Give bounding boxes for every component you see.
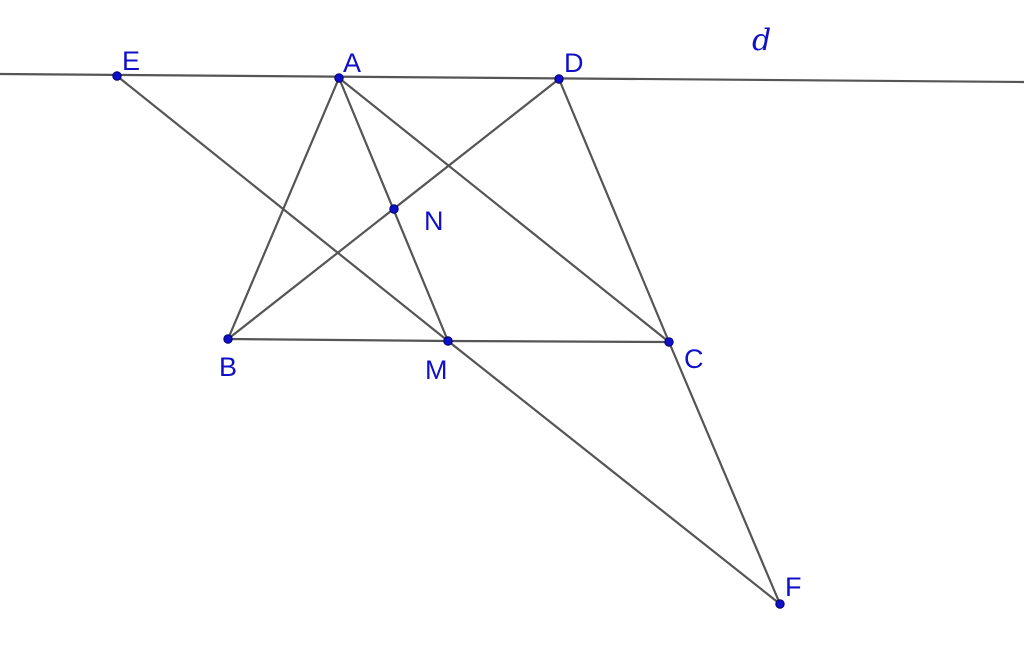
point-label-a: A: [343, 48, 361, 78]
point-b[interactable]: [223, 334, 233, 344]
point-m[interactable]: [443, 336, 453, 346]
point-n[interactable]: [389, 204, 399, 214]
segment-bm: [226, 337, 450, 343]
line-d: [0, 72, 1024, 84]
point-d[interactable]: [554, 74, 564, 84]
point-label-n: N: [424, 206, 444, 236]
segment-mc: [446, 339, 671, 344]
labels-layer: d E A D N B M C F: [122, 23, 802, 602]
point-label-b: B: [219, 352, 237, 382]
line-d-label: d: [752, 23, 771, 58]
point-a[interactable]: [334, 73, 344, 83]
segment-ac: [337, 76, 671, 344]
point-e[interactable]: [112, 71, 122, 81]
point-label-c: C: [684, 344, 704, 374]
point-label-m: M: [425, 355, 448, 385]
segment-em: [115, 74, 450, 343]
point-c[interactable]: [664, 337, 674, 347]
segment-cf: [667, 340, 782, 606]
point-f[interactable]: [775, 599, 785, 609]
segment-mf: [446, 339, 782, 606]
segment-dc: [557, 77, 671, 344]
point-label-e: E: [122, 46, 140, 76]
point-label-d: D: [564, 48, 584, 78]
points-layer: [112, 71, 785, 609]
lines-layer: [0, 72, 1024, 84]
point-label-f: F: [785, 572, 802, 602]
